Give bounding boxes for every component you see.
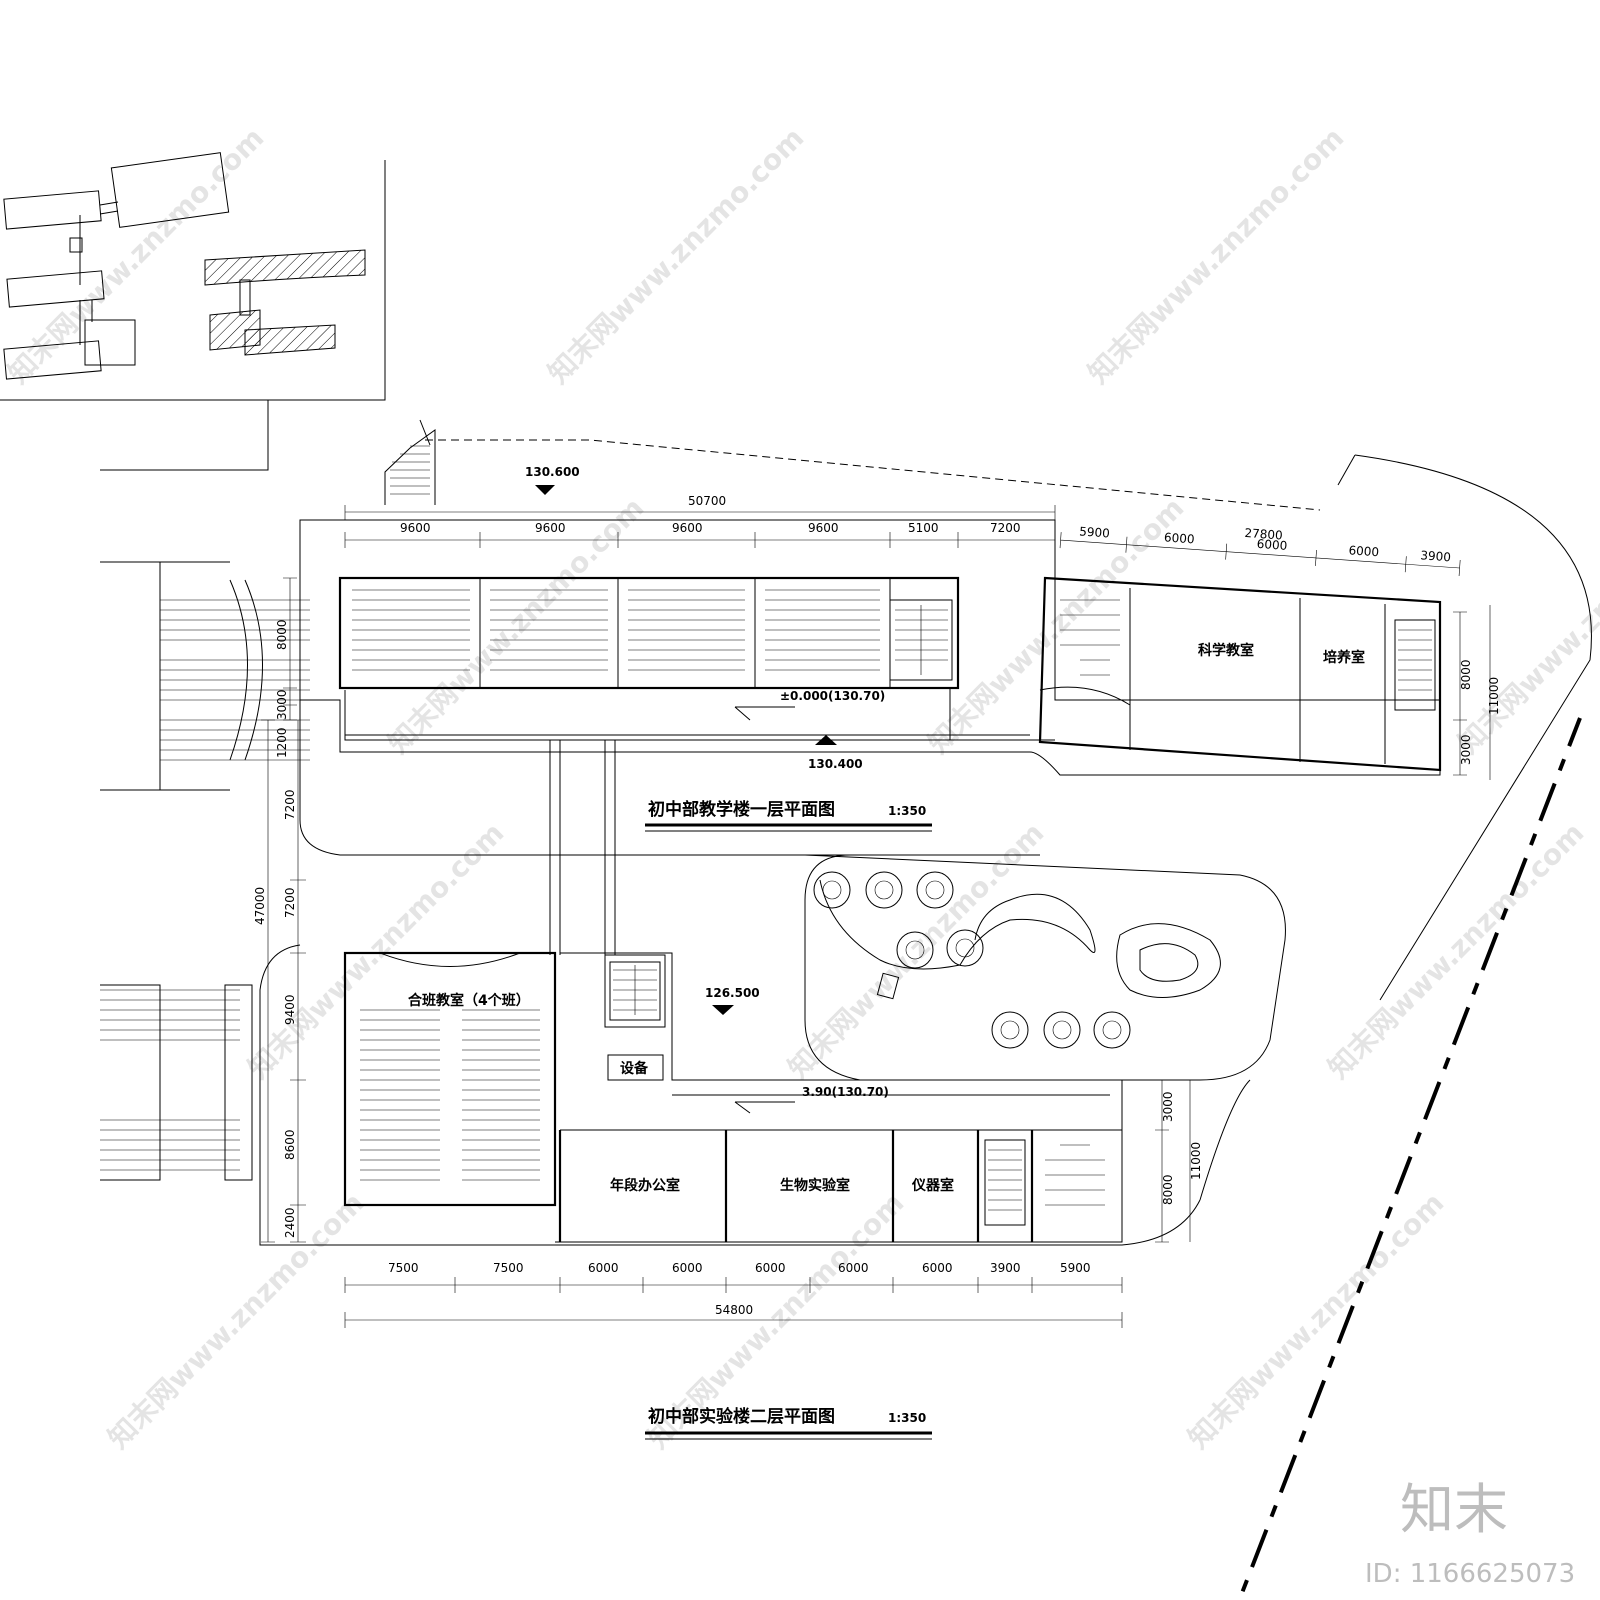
dimensions-lower: 7500 7500 6000 6000 6000 6000 6000 3900 … (253, 719, 1203, 1328)
dim-segment: 8000 (1459, 659, 1473, 690)
lower-plan-title: 初中部实验楼二层平面图 1:350 (645, 1406, 932, 1440)
dim-segment: 8600 (283, 1129, 297, 1160)
dim-segment: 3000 (1459, 734, 1473, 765)
dim-segment: 11000 (1189, 1142, 1203, 1180)
watermark-text: 知末网www.znzmo.com (542, 121, 811, 390)
dim-segment: 6000 (755, 1261, 786, 1275)
watermark-text: 知末网www.znzmo.com (102, 1186, 371, 1455)
level-markers-upper: 130.600 ±0.000(130.70) 130.400 (525, 465, 885, 771)
level-mark: 126.500 (705, 986, 760, 1000)
dim-segment: 3000 (1161, 1091, 1175, 1122)
watermark-text: 知末网www.znzmo.com (2, 121, 271, 390)
plan-scale: 1:350 (888, 1411, 926, 1425)
dim-segment: 9600 (808, 521, 839, 535)
plan-title: 初中部实验楼二层平面图 (648, 1406, 835, 1427)
dim-segment: 7200 (990, 521, 1021, 535)
room-label-equipment: 设备 (620, 1060, 649, 1077)
room-label-lecture-hall: 合班教室（4个班） (408, 992, 530, 1009)
dim-segment: 6000 (1256, 537, 1287, 553)
room-label-instrument: 仪器室 (911, 1177, 954, 1194)
dim-segment: 11000 (1487, 677, 1501, 715)
garden-area (804, 854, 1286, 1081)
dim-segment: 7500 (493, 1261, 524, 1275)
dim-segment: 5900 (1060, 1261, 1091, 1275)
watermark-text: 知末网www.znzmo.com (782, 816, 1051, 1085)
dim-total: 47000 (253, 887, 267, 925)
level-mark: ±0.000(130.70) (780, 689, 885, 703)
dim-segment: 2400 (283, 1207, 297, 1238)
watermark-id: ID: 1166625073 (1365, 1559, 1575, 1589)
plan-scale: 1:350 (888, 804, 926, 818)
dim-total: 27800 (1244, 526, 1283, 543)
dim-segment: 1200 (275, 727, 289, 758)
dim-total: 54800 (715, 1303, 753, 1317)
dim-segment: 7200 (283, 887, 297, 918)
dim-segment: 8000 (275, 619, 289, 650)
dim-segment: 5900 (1079, 524, 1110, 540)
room-label-science: 科学教室 (1198, 642, 1254, 659)
dim-segment: 6000 (588, 1261, 619, 1275)
key-plan (0, 152, 386, 471)
level-mark: 130.400 (808, 757, 863, 771)
room-label-culture: 培养室 (1323, 649, 1365, 666)
dim-segment: 9600 (672, 521, 703, 535)
dim-segment: 7200 (283, 789, 297, 820)
watermark-text: 知末网www.znzmo.com (1322, 816, 1591, 1085)
site-setback-line (425, 439, 1321, 511)
dim-segment: 9600 (400, 521, 431, 535)
lab-building-plan (259, 944, 1251, 1246)
level-mark: 130.600 (525, 465, 580, 479)
dimensions-upper: 50700 9600 9600 9600 9600 5100 7200 2780… (275, 494, 1501, 780)
left-parking-strips (100, 561, 310, 1181)
watermark-brand: 知末 (1400, 1478, 1508, 1541)
room-label-grade-office: 年段办公室 (610, 1177, 680, 1194)
dim-segment: 7500 (388, 1261, 419, 1275)
dim-segment: 6000 (838, 1261, 869, 1275)
watermark-text: 知末网www.znzmo.com (1082, 121, 1351, 390)
site-stair (384, 419, 436, 505)
level-markers-lower: 126.500 3.90(130.70) (705, 986, 889, 1114)
upper-plan-title: 初中部教学楼一层平面图 1:350 (645, 799, 932, 832)
dim-segment: 3900 (990, 1261, 1021, 1275)
watermark-text: 知末网www.znzmo.com (922, 491, 1191, 760)
teaching-building-plan (299, 519, 1442, 955)
watermark-text: 知末网www.znzmo.com (1182, 1186, 1451, 1455)
dim-segment: 9400 (283, 994, 297, 1025)
dim-segment: 8000 (1161, 1174, 1175, 1205)
plan-title: 初中部教学楼一层平面图 (648, 799, 835, 820)
dim-segment: 9600 (535, 521, 566, 535)
dim-segment: 6000 (1348, 543, 1379, 559)
site-road-edge (1354, 454, 1592, 1001)
dim-segment: 6000 (672, 1261, 703, 1275)
site-boundary-line (1237, 717, 1582, 1600)
dim-segment: 5100 (908, 521, 939, 535)
level-mark: 3.90(130.70) (802, 1085, 889, 1099)
dim-total: 50700 (688, 494, 726, 508)
dim-segment: 6000 (1164, 530, 1195, 546)
room-label-biology-lab: 生物实验室 (780, 1177, 850, 1194)
dim-segment: 3000 (275, 689, 289, 720)
dim-segment: 3900 (1420, 548, 1451, 564)
dim-segment: 6000 (922, 1261, 953, 1275)
